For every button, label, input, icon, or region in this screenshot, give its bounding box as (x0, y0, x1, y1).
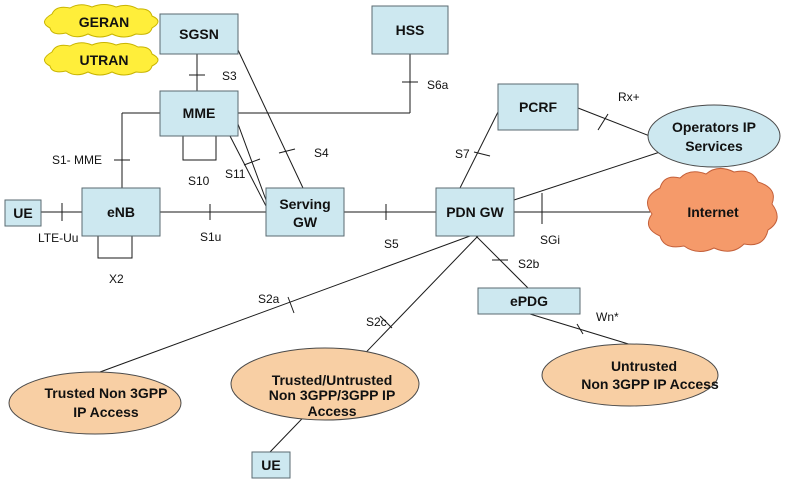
pcrf-label: PCRF (519, 99, 558, 115)
trusted-untrusted-node: Trusted/Untrusted Non 3GPP/3GPP IP Acces… (230, 347, 420, 421)
geran-cloud: GERAN (44, 4, 159, 38)
operators-ip-label-2: Services (685, 138, 743, 154)
link-pdngw-operators (513, 151, 661, 201)
link-pdngw-trusted-non3gpp (99, 235, 471, 373)
hss-node: HSS (371, 5, 449, 55)
serving-gw-label-2: GW (293, 214, 318, 230)
ue-bottom-label: UE (261, 457, 280, 473)
operators-ip-services-node: Operators IP Services (647, 104, 781, 168)
operators-ip-label-1: Operators IP (672, 119, 756, 135)
utran-cloud: UTRAN (44, 42, 159, 76)
label-x2: X2 (109, 272, 124, 286)
pcrf-node: PCRF (497, 83, 579, 131)
link-epdg-untrusted (529, 313, 636, 347)
pdn-gw-label: PDN GW (446, 204, 504, 220)
link-pdngw-pcrf (459, 107, 501, 189)
internet-label: Internet (687, 204, 739, 220)
utran-label: UTRAN (80, 52, 129, 68)
label-s2b: S2b (518, 257, 540, 271)
link-mme-servinggw (229, 135, 267, 207)
label-s4: S4 (314, 146, 329, 160)
interface-ticks (61, 74, 609, 335)
ue-left-label: UE (13, 205, 32, 221)
label-s10: S10 (188, 174, 210, 188)
interface-labels: S3 S6a Rx+ S1- MME S4 S7 S10 S11 LTE-Uu … (38, 69, 640, 329)
link-sgsn-servinggw (237, 49, 304, 189)
label-s6a: S6a (427, 78, 449, 92)
ue-left-node: UE (4, 199, 42, 227)
label-wn: Wn* (596, 310, 619, 324)
sgsn-node: SGSN (159, 13, 239, 55)
tick-s11 (243, 158, 261, 166)
untrusted-non3gpp-node: Untrusted Non 3GPP IP Access (541, 343, 719, 407)
trusted-non3gpp-label-1: Trusted Non 3GPP (45, 385, 168, 401)
geran-label: GERAN (79, 14, 130, 30)
label-s1u: S1u (200, 230, 221, 244)
mme-node: MME (159, 90, 239, 137)
internet-cloud: Internet (647, 168, 778, 252)
hss-label: HSS (396, 22, 425, 38)
label-s7: S7 (455, 147, 470, 161)
trusted-non3gpp-label-2: IP Access (73, 404, 139, 420)
link-pdngw-epdg (475, 235, 529, 289)
sgsn-label: SGSN (179, 26, 219, 42)
connections (40, 49, 661, 453)
ue-bottom-node: UE (251, 451, 291, 479)
serving-gw-node: Serving GW (265, 187, 345, 237)
trusted-untrusted-label-3: Access (307, 403, 356, 419)
link-pdngw-ue-bottom (269, 235, 479, 453)
trusted-untrusted-label-1: Trusted/Untrusted (272, 372, 393, 388)
enb-node: eNB (81, 187, 161, 237)
epdg-label: ePDG (510, 293, 548, 309)
trusted-untrusted-label-2: Non 3GPP/3GPP IP (269, 387, 396, 403)
epdg-node: ePDG (477, 287, 581, 315)
untrusted-label-2: Non 3GPP IP Access (581, 376, 719, 392)
enb-label: eNB (107, 204, 135, 220)
label-s1-mme: S1- MME (52, 153, 102, 167)
tick-rx (597, 113, 609, 131)
pdn-gw-node: PDN GW (435, 187, 515, 237)
trusted-non3gpp-node: Trusted Non 3GPP IP Access (8, 371, 182, 435)
untrusted-label-1: Untrusted (611, 358, 677, 374)
label-rx-plus: Rx+ (618, 90, 640, 104)
label-s11: S11 (225, 167, 246, 181)
label-s5: S5 (384, 237, 399, 251)
tick-s2a (287, 296, 295, 314)
link-mme-s10-loop (182, 136, 217, 161)
tick-wn (576, 323, 584, 335)
tick-s2c (379, 315, 393, 329)
label-lte-uu: LTE-Uu (38, 231, 78, 245)
tick-s7 (473, 151, 491, 157)
serving-gw-label-1: Serving (279, 196, 330, 212)
tick-s4 (278, 148, 296, 154)
link-pcrf-operators (577, 107, 661, 141)
label-sgi: SGi (540, 233, 560, 247)
label-s2c: S2c (366, 315, 387, 329)
label-s3: S3 (222, 69, 237, 83)
label-s2a: S2a (258, 292, 280, 306)
mme-label: MME (183, 105, 216, 121)
link-enb-x2-loop (97, 236, 133, 259)
